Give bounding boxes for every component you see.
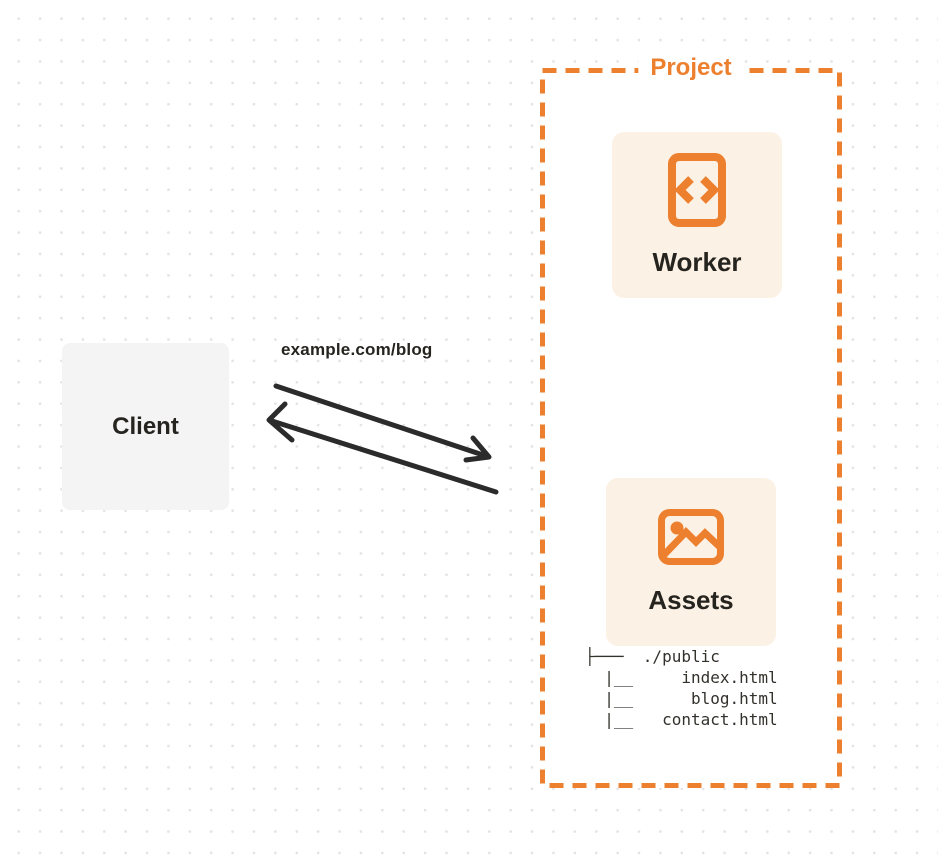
assets-label: Assets: [648, 584, 734, 615]
request-url-label: example.com/blog: [281, 340, 433, 359]
response-arrow: [266, 401, 499, 495]
image-icon: [658, 508, 724, 565]
client-label: Client: [112, 412, 179, 440]
worker-node: Worker: [612, 132, 782, 298]
worker-label: Worker: [652, 246, 742, 277]
request-arrow: [273, 383, 492, 463]
client-node: Client: [62, 343, 229, 510]
project-title: Project: [638, 51, 744, 85]
assets-node: Assets: [606, 478, 776, 646]
assets-file-tree: ├─── ./public |__ index.html |__ blog.ht…: [585, 647, 778, 729]
project-container: Project Worker Assets ├─── ./publi: [540, 51, 842, 788]
code-file-icon: [668, 152, 726, 227]
